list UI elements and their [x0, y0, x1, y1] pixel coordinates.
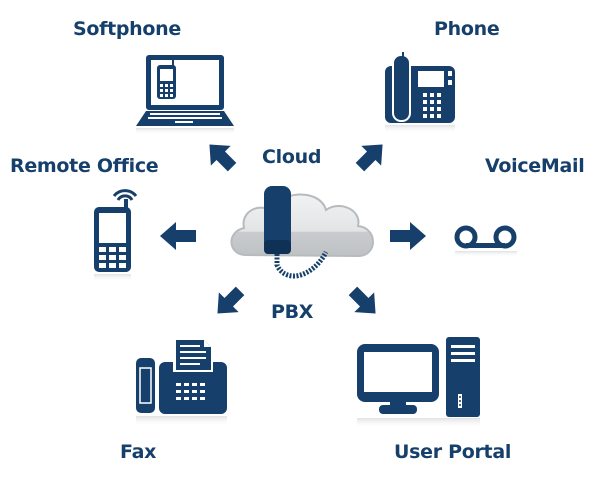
fax-icon	[136, 338, 227, 426]
voicemail-icon	[454, 225, 517, 257]
label-phone: Phone	[434, 18, 500, 40]
mobile-phone-icon	[94, 189, 138, 282]
desk-phone-icon	[385, 52, 455, 133]
arrow-up-right-icon	[355, 144, 383, 172]
coiled-cord-icon	[274, 250, 329, 279]
cloud-handset-icon	[230, 186, 374, 279]
arrow-up-left-icon	[209, 144, 237, 172]
arrow-down-right-icon	[348, 286, 376, 314]
label-fax: Fax	[120, 441, 157, 463]
label-softphone: Softphone	[73, 18, 181, 40]
label-user-portal: User Portal	[394, 441, 512, 463]
desktop-computer-icon	[357, 337, 480, 428]
arrow-down-left-icon	[217, 286, 245, 314]
label-pbx: PBX	[271, 301, 314, 323]
arrow-right-icon	[390, 222, 426, 250]
handset-icon	[264, 186, 291, 254]
laptop-phone-icon	[136, 55, 234, 134]
label-remote-office: Remote Office	[10, 155, 159, 177]
arrow-left-icon	[160, 222, 196, 250]
label-cloud: Cloud	[262, 146, 322, 168]
label-voicemail: VoiceMail	[485, 155, 585, 177]
